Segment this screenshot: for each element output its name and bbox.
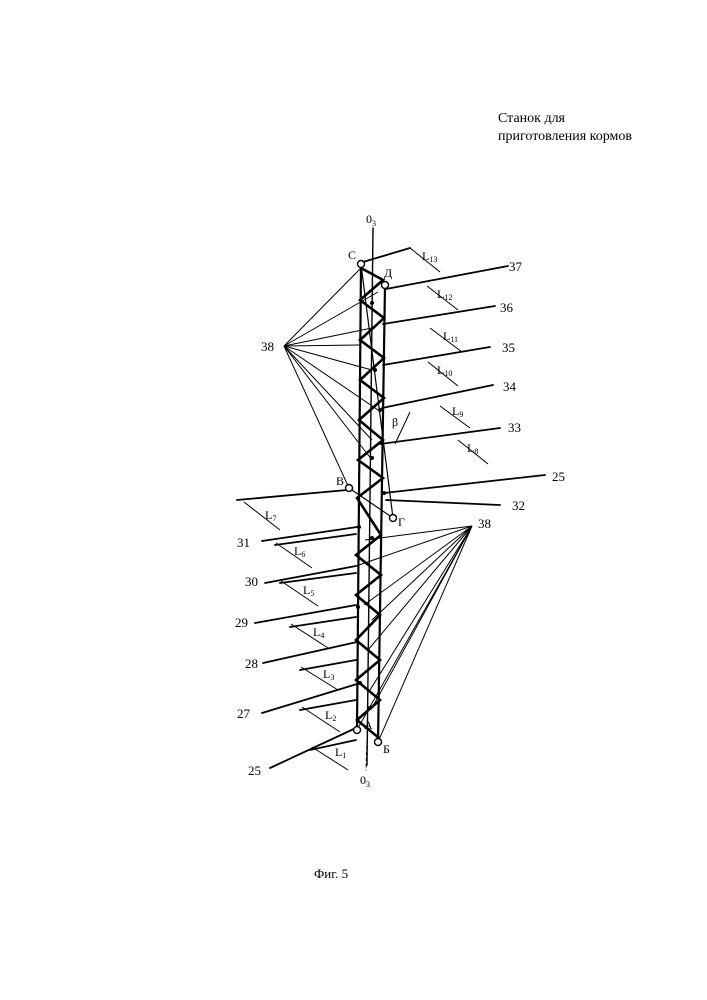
pivot-B <box>375 739 382 746</box>
frame-upper-connector <box>361 264 393 518</box>
point-label-D: Д <box>384 266 392 280</box>
callout-25-upper: 25 <box>552 469 565 484</box>
dim-label-L6: L6 <box>294 544 305 559</box>
point-label-V: В <box>336 474 344 488</box>
dim-label-L13: L13 <box>422 249 437 264</box>
callout-29: 29 <box>235 615 248 630</box>
leader-38a <box>284 346 372 370</box>
dim-label-L11: L11 <box>443 329 458 344</box>
arm-29 <box>255 605 356 623</box>
dim-label-L1: L1 <box>335 745 346 760</box>
callout-36: 36 <box>500 300 514 315</box>
point-label-G: Г <box>398 515 405 529</box>
arm-33 <box>380 428 500 444</box>
axis-label-top: 03 <box>366 212 376 228</box>
dim-label-L7: L7 <box>265 508 276 523</box>
dim-label-L4: L4 <box>313 625 324 640</box>
axis-label-bottom: 03 <box>360 773 370 789</box>
angle-label-beta: β <box>392 415 398 429</box>
point-label-C: С <box>348 248 356 262</box>
arm-36 <box>383 306 495 324</box>
dim-label-L10: L10 <box>437 363 452 378</box>
arm-25-upper <box>384 475 545 493</box>
arm-28 <box>263 642 357 663</box>
arm-37 <box>386 266 508 289</box>
node-dot <box>370 536 374 540</box>
dim-label-L8: L8 <box>467 441 478 456</box>
dim-label-L2: L2 <box>325 708 336 723</box>
arm-L6 <box>275 534 356 545</box>
dim-label-L9: L9 <box>452 404 463 419</box>
callout-38-lower: 38 <box>478 516 491 531</box>
callout-38-upper: 38 <box>261 339 274 354</box>
callout-27: 27 <box>237 706 251 721</box>
pivot-C <box>358 261 365 268</box>
arm-L1 <box>310 740 356 750</box>
pivot-V <box>346 485 353 492</box>
pivot-G <box>390 515 397 522</box>
callout-34: 34 <box>503 379 517 394</box>
point-label-A: А <box>364 718 373 732</box>
node-dot <box>357 525 361 529</box>
leader-38a <box>284 345 360 346</box>
callout-32: 32 <box>512 498 525 513</box>
leader-38a <box>284 328 372 346</box>
callout-31: 31 <box>237 535 250 550</box>
dim-label-L5: L5 <box>303 583 314 598</box>
node-dot <box>382 491 386 495</box>
node-dot <box>378 408 382 412</box>
dim-label-L12: L12 <box>437 287 452 302</box>
arm-31 <box>262 527 357 541</box>
dim-label-L3: L3 <box>323 667 334 682</box>
node-dot <box>370 301 374 305</box>
pivot-A <box>354 727 361 734</box>
callout-30: 30 <box>245 574 258 589</box>
node-dot <box>368 706 372 710</box>
node-dot <box>370 456 374 460</box>
leader-38b <box>358 526 472 728</box>
callout-28: 28 <box>245 656 258 671</box>
pivot-D <box>382 282 389 289</box>
arm-25-lower <box>270 727 358 768</box>
node-dot <box>356 605 360 609</box>
arm-L7 <box>237 490 347 500</box>
arm-34 <box>382 385 493 408</box>
leader-38a <box>284 268 361 346</box>
callout-37: 37 <box>509 259 523 274</box>
node-dot <box>373 368 377 372</box>
leader-38b <box>378 526 472 742</box>
callout-25-lower: 25 <box>248 763 261 778</box>
arm-top-L13 <box>363 248 410 262</box>
arm-32 <box>386 500 500 505</box>
node-dot <box>358 681 362 685</box>
callout-35: 35 <box>502 340 515 355</box>
point-label-B: Б <box>383 742 390 756</box>
leader-38b <box>368 526 472 650</box>
callout-33: 33 <box>508 420 521 435</box>
arm-L4 <box>290 617 356 627</box>
